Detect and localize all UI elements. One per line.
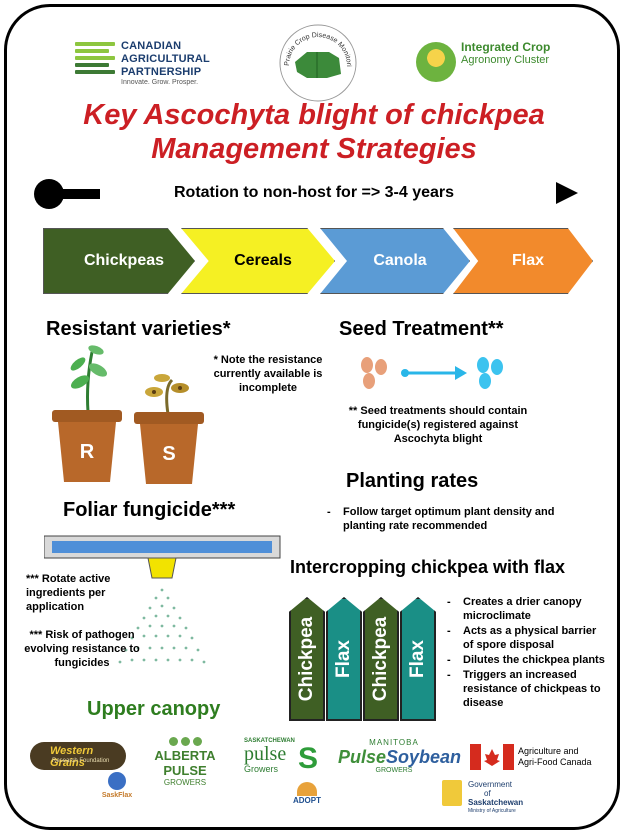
intercrop-bullet: Triggers an increased resistance of chic… (445, 668, 605, 710)
canada-flag-icon (470, 744, 514, 770)
intercrop-strip-1: Flax (326, 597, 362, 721)
planting-bullet: Follow target optimum plant density and … (325, 505, 587, 533)
intercrop-strip-0: Chickpea (289, 597, 325, 721)
intercrop-strip-label: Chickpea (296, 616, 317, 702)
poster-frame (4, 4, 620, 830)
poster-title: Key Ascochyta blight of chickpea Managem… (0, 98, 628, 166)
planting-heading: Planting rates (346, 470, 479, 492)
arrow-right-icon (556, 182, 578, 204)
saskflax-flower-icon (108, 772, 126, 790)
rotation-step-label: Flax (511, 252, 544, 269)
pot-s-label: S (162, 443, 175, 465)
adopt-sun-icon (297, 782, 317, 796)
cap-tagline: Innovate. Grow. Prosper. (121, 79, 199, 86)
saskflax-text: SaskFlax (101, 792, 133, 799)
intercrop-heading: Intercropping chickpea with flax (290, 557, 566, 577)
manitoba-pulse-logo: MANITOBA PulseSoybean GROWERS (338, 738, 461, 774)
rotation-step-1: Cereals (181, 228, 335, 294)
rotation-step-label: Canola (373, 252, 427, 269)
sask-pulse-s-icon: S (298, 742, 319, 775)
rotation-step-0: Chickpeas (43, 228, 195, 294)
pot-r-label: R (80, 441, 95, 463)
adopt-text: ADOPT (293, 796, 321, 805)
cap-logo-mark (75, 42, 115, 77)
title-line-1: Key Ascochyta blight of chickpea (83, 99, 545, 131)
foliar-note-1: *** Rotate active ingredients per applic… (26, 573, 111, 613)
cap-logo-text: CANADIAN AGRICULTURAL PARTNERSHIP (121, 40, 210, 78)
sask-pulse-sub: Growers (244, 764, 279, 774)
sask-pulse-logo: SASKATCHEWAN pulse Growers S (244, 738, 328, 775)
planting-bullets: Follow target optimum plant density and … (325, 505, 587, 534)
saskflax-logo: SaskFlax (92, 772, 142, 799)
intercrop-strip-3: Flax (400, 597, 436, 721)
manitoba-top: MANITOBA (369, 738, 419, 747)
sprayer-illustration (44, 535, 281, 664)
intercrop-bullet: Dilutes the chickpea plants (445, 653, 605, 667)
intercrop-bullet: Acts as a physical barrier of spore disp… (445, 624, 605, 652)
intercrop-strip-2: Chickpea (363, 597, 399, 721)
pots-illustration: R S (52, 345, 204, 484)
rotation-step-label: Chickpeas (83, 252, 165, 269)
seed-treatment-illustration (361, 357, 503, 389)
resistant-note: * Note the resistance currently availabl… (213, 354, 323, 394)
icac-line1: Integrated Crop (461, 40, 551, 54)
upper-canopy-label: Upper canopy (87, 698, 221, 720)
seed-heading: Seed Treatment** (339, 318, 504, 340)
intercrop-strip-label: Flax (333, 639, 354, 679)
key-start-icon (34, 179, 64, 209)
foliar-heading: Foliar fungicide*** (63, 499, 236, 521)
aafc-text: Agriculture and Agri-Food Canada (518, 746, 592, 767)
intercrop-strip-label: Chickpea (370, 616, 391, 702)
intercrop-strip-label: Flax (407, 639, 428, 679)
alberta-sub: GROWERS (163, 778, 207, 787)
intercrop-bullets: Creates a drier canopy microclimate Acts… (445, 595, 605, 711)
manitoba-sub: GROWERS (375, 767, 413, 774)
rotation-text: Rotation to non-host for => 3-4 years (173, 184, 455, 201)
resistant-heading: Resistant varieties* (46, 318, 231, 340)
western-grains-text: Western Grains (50, 745, 94, 769)
alberta-text: ALBERTA PULSE (154, 748, 216, 778)
foliar-note-2: *** Risk of pathogen evolving resistance… (24, 629, 140, 669)
key-bar-icon (60, 189, 100, 199)
sask-pulse-top: SASKATCHEWAN (244, 738, 295, 744)
icac-line2: Agronomy Cluster (461, 54, 550, 66)
sask-pulse-text: pulse (244, 743, 287, 765)
western-grains-sub: Research Foundation (52, 758, 110, 764)
adopt-logo: ADOPT (285, 782, 329, 805)
icac-logo-icon (416, 42, 456, 82)
seed-note: ** Seed treatments should contain fungic… (348, 405, 528, 445)
title-line-2: Management Strategies (151, 133, 477, 165)
gov-sask-crest-icon (442, 780, 462, 806)
manitoba-pulse: Pulse (338, 747, 387, 767)
western-grains-logo: Western Grains Research Foundation (30, 742, 126, 770)
rotation-step-label: Cereals (234, 252, 292, 269)
intercrop-bullet: Creates a drier canopy microclimate (445, 595, 605, 623)
manitoba-soybean: Soybean (386, 747, 462, 767)
alberta-pulse-logo: ALBERTA PULSE GROWERS (135, 737, 235, 787)
pcdmn-logo: Prairie Crop Disease Monitoring Network (277, 22, 357, 102)
